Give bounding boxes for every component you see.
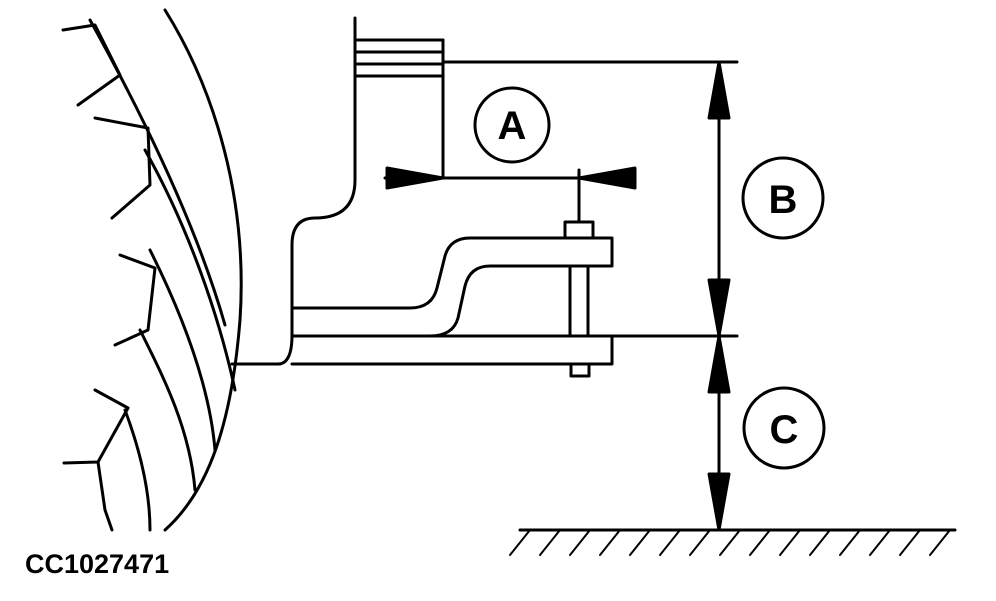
ground-hatching <box>509 529 951 556</box>
ground-line <box>509 528 957 556</box>
hitch-pin-tip <box>569 362 591 378</box>
dim-a-arrow-right <box>577 166 637 190</box>
callout-circle-c <box>742 386 826 470</box>
dim-a-arrow-left <box>385 166 445 190</box>
tire-outer-edge <box>163 8 243 532</box>
tire-tread-band-2 <box>143 148 237 392</box>
tire-lug-5 <box>96 460 114 532</box>
tire-tread-band-5 <box>123 408 152 532</box>
callout-circle-a <box>473 86 551 164</box>
tire-lug-1 <box>61 23 122 107</box>
lower-drawbar <box>290 334 614 366</box>
dim-c-arrow-bottom <box>707 472 731 532</box>
callout-label-b: B <box>769 178 798 222</box>
dimension-b: B <box>441 60 825 338</box>
dim-b-arrow-top <box>707 60 731 120</box>
upper-clevis-plate <box>290 236 614 338</box>
callout-label-c: C <box>770 408 799 452</box>
drawbar-mount-body <box>276 16 357 366</box>
callout-circle-b <box>741 156 825 240</box>
callout-label-a: A <box>498 104 527 148</box>
hitch-pin-head <box>563 220 595 240</box>
tire-tread-band-4 <box>138 328 197 492</box>
tire-drawing <box>61 8 243 532</box>
dim-b-arrow-bottom <box>707 278 731 338</box>
drawbar-assembly <box>230 16 614 378</box>
dimension-c: C <box>707 334 826 532</box>
figure-id-label: CC1027471 <box>25 549 169 579</box>
dimension-a: A <box>383 86 637 224</box>
dim-c-arrow-top <box>707 334 731 394</box>
tire-tread-band-3 <box>148 248 217 452</box>
tire-lug-3 <box>113 253 157 347</box>
tire-lug-4 <box>62 388 130 465</box>
tire-lug-2 <box>93 116 152 220</box>
